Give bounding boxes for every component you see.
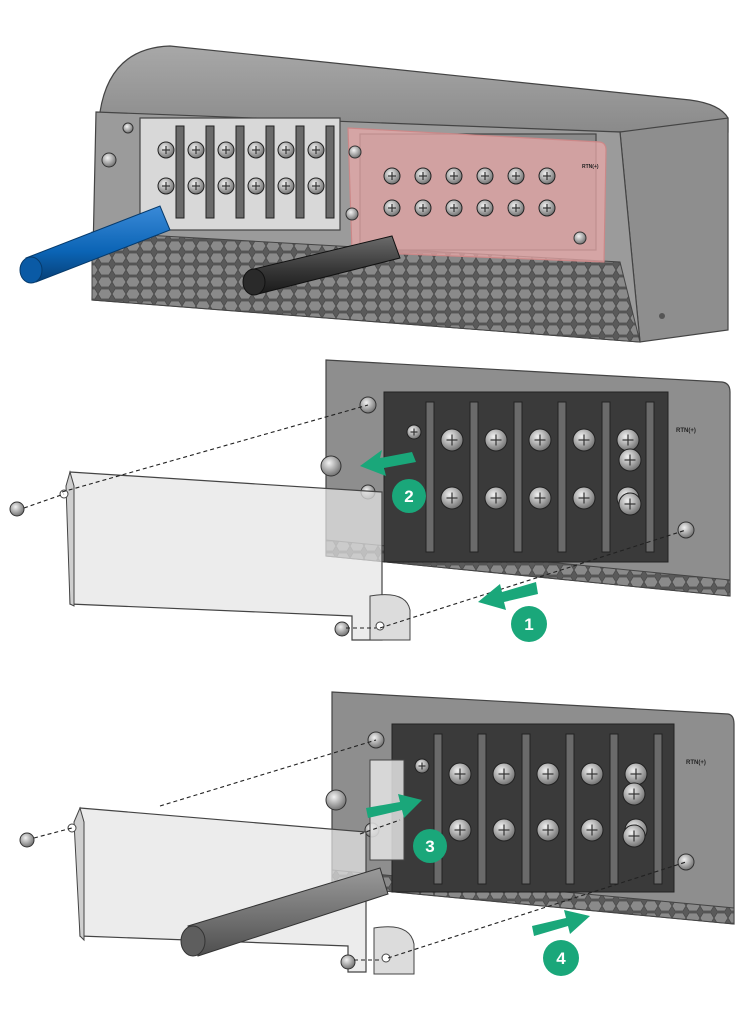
- terminal-label-panel-1: RTN(+): [582, 164, 599, 170]
- black-cable: [242, 235, 401, 296]
- terminal-divider: [565, 733, 575, 885]
- step-number-2: 2: [404, 487, 413, 506]
- gray-cable: [180, 867, 389, 957]
- screw-icon: [19, 832, 35, 848]
- terminal-divider: [175, 125, 185, 219]
- terminal-divider: [235, 125, 245, 219]
- guide-lines-2: [23, 404, 687, 629]
- terminal-divider: [425, 401, 435, 553]
- terminal-divider: [653, 733, 663, 885]
- mount-screw-icon: [101, 152, 117, 168]
- arrow-step-1: [478, 582, 538, 610]
- arrow-step-4: [532, 910, 590, 936]
- terminal-label-panel-2: RTN(+): [676, 428, 696, 434]
- terminal-divider: [205, 125, 215, 219]
- step-badge-4: 4: [543, 940, 579, 976]
- screw-icon: [334, 621, 350, 637]
- terminal-divider: [645, 401, 655, 553]
- step-number-3: 3: [425, 837, 434, 856]
- terminal-divider: [265, 125, 275, 219]
- terminal-divider: [609, 733, 619, 885]
- terminal-divider: [433, 733, 443, 885]
- highlighted-cover: [347, 127, 607, 263]
- terminal-divider: [469, 401, 479, 553]
- terminal-divider: [325, 125, 335, 219]
- guide-lines-3: [33, 739, 687, 961]
- panel-2-remove-cover: RTN(+): [9, 359, 731, 641]
- chassis-top-housing: [99, 45, 729, 133]
- panel-3-install-cover: RTN(+): [19, 691, 735, 975]
- screw-icon: [9, 501, 25, 517]
- terminal-divider: [295, 125, 305, 219]
- arrow-step-2: [360, 450, 416, 476]
- terminal-label-panel-3: RTN(+): [686, 760, 706, 766]
- screw-icon: [340, 954, 356, 970]
- terminal-divider: [513, 401, 523, 553]
- arrow-step-3: [366, 794, 422, 818]
- terminal-divider: [477, 733, 487, 885]
- protective-cover-2: [59, 470, 411, 641]
- blue-cable: [19, 205, 171, 284]
- terminal-divider: [601, 401, 611, 553]
- step-number-4: 4: [556, 949, 566, 968]
- terminal-divider: [557, 401, 567, 553]
- step-number-1: 1: [524, 615, 533, 634]
- protective-cover-3: [67, 806, 415, 975]
- terminal-divider: [521, 733, 531, 885]
- step-badge-3: 3: [413, 829, 447, 863]
- step-badge-2: 2: [392, 479, 426, 513]
- step-badge-1: 1: [511, 606, 547, 642]
- panel-1-installed-view: RTN(+): [19, 45, 729, 343]
